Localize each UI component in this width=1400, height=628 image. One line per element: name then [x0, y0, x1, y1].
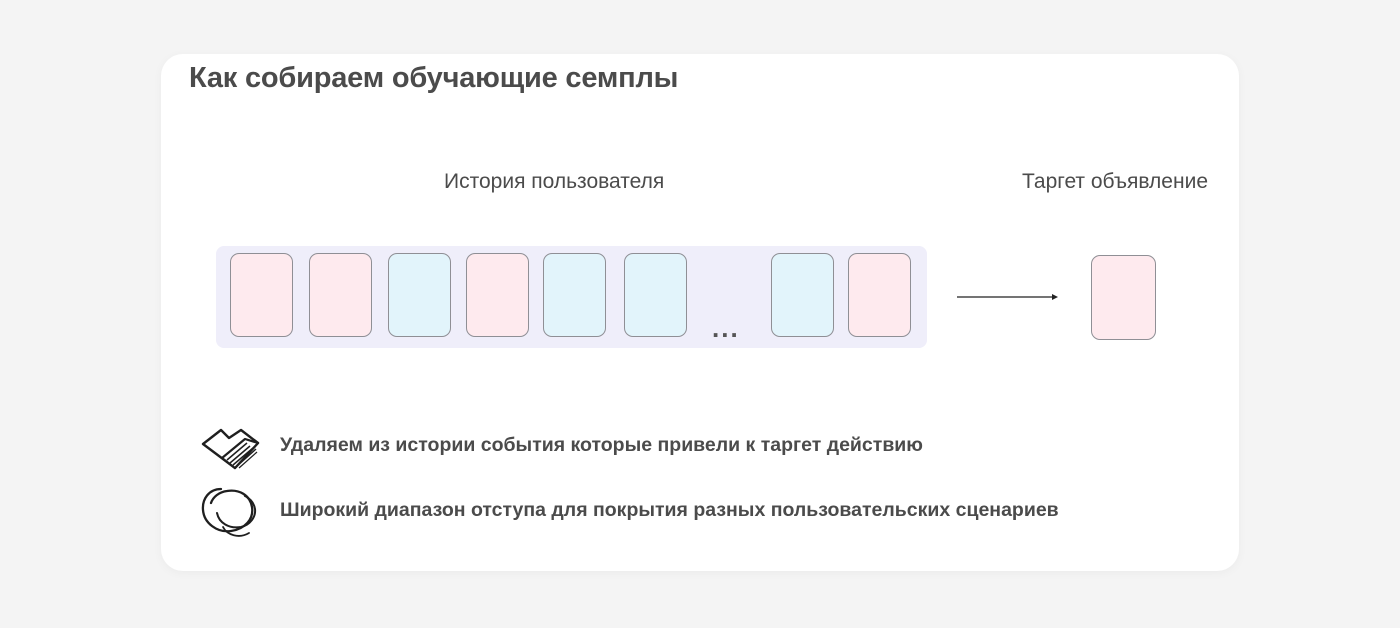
- bullet-text: Широкий диапазон отступа для покрытия ра…: [280, 499, 1059, 521]
- history-event-card: [848, 253, 911, 337]
- arrow-icon: [957, 294, 1058, 300]
- slide-title: Как собираем обучающие семплы: [189, 62, 679, 94]
- target-event-card: [1091, 255, 1156, 340]
- history-event-card: [624, 253, 687, 337]
- scribble-circle-icon: [201, 487, 257, 537]
- target-label: Таргет объявление: [1022, 170, 1208, 193]
- history-event-card: [466, 253, 529, 337]
- history-label: История пользователя: [444, 170, 665, 193]
- history-event-card: [230, 253, 293, 337]
- history-event-card: [543, 253, 606, 337]
- history-event-card: [388, 253, 451, 337]
- bullet-text: Удаляем из истории события которые приве…: [280, 434, 923, 456]
- eraser-icon: [201, 428, 260, 470]
- bullet-item: Удаляем из истории события которые приве…: [199, 422, 1199, 482]
- ellipsis: ...: [712, 313, 740, 343]
- bullet-item: Широкий диапазон отступа для покрытия ра…: [199, 483, 1199, 543]
- history-event-card: [771, 253, 834, 337]
- history-event-card: [309, 253, 372, 337]
